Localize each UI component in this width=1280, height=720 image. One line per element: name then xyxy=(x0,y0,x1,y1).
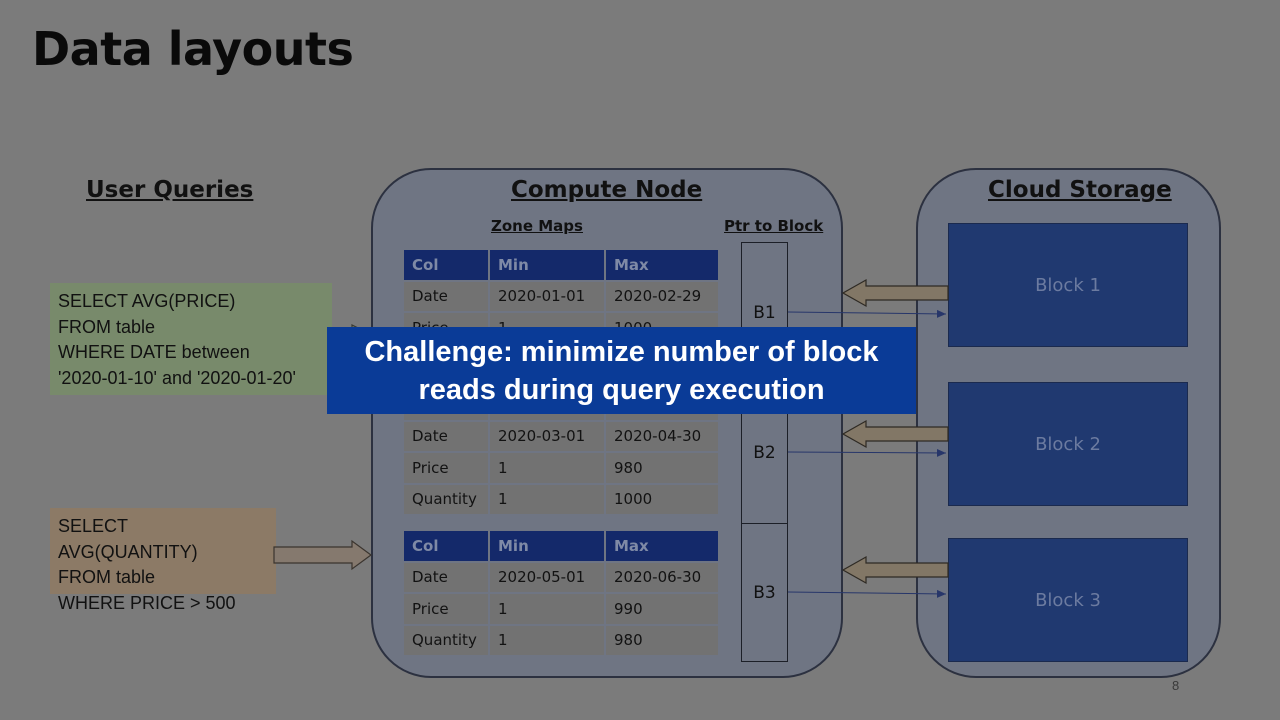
min-header: Min xyxy=(490,250,606,282)
table-row: Price 1 980 xyxy=(404,453,720,485)
table-row: Date 2020-01-01 2020-02-29 xyxy=(404,281,720,313)
table-cell: Price xyxy=(404,453,490,485)
table-header-row: Col Min Max xyxy=(404,250,720,282)
table-cell: 2020-05-01 xyxy=(490,562,606,594)
banner-line-1: Challenge: minimize number of block xyxy=(364,336,879,368)
table-cell: 990 xyxy=(606,594,720,626)
table-cell: Quantity xyxy=(404,625,490,657)
read-arrow-1 xyxy=(841,278,949,308)
table-cell: 2020-02-29 xyxy=(606,281,720,313)
table-cell: 2020-06-30 xyxy=(606,562,720,594)
pointer-b3: B3 xyxy=(753,583,776,603)
user-queries-heading: User Queries xyxy=(86,177,254,203)
table-cell: Date xyxy=(404,281,490,313)
table-cell: 2020-03-01 xyxy=(490,421,606,453)
read-arrow-3 xyxy=(841,555,949,585)
table-cell: 1 xyxy=(490,625,606,657)
table-cell: 1 xyxy=(490,453,606,485)
col-header: Col xyxy=(404,250,490,282)
pointer-b1: B1 xyxy=(753,303,776,323)
table-cell: Date xyxy=(404,421,490,453)
max-header: Max xyxy=(606,250,720,282)
pointer-column: B1 B2 B3 xyxy=(741,242,788,662)
storage-block-2: Block 2 xyxy=(948,382,1188,506)
query-1-line: SELECT AVG(PRICE) xyxy=(58,291,236,311)
zone-map-table-3: Col Min Max Date 2020-05-01 2020-06-30 P… xyxy=(404,531,720,657)
pointer-line-2 xyxy=(787,448,947,457)
query-2-line: WHERE PRICE > 500 xyxy=(58,592,236,613)
table-cell: 980 xyxy=(606,625,720,657)
max-header: Max xyxy=(606,531,720,563)
pointer-divider xyxy=(742,523,787,524)
table-cell: 2020-04-30 xyxy=(606,421,720,453)
table-row: Date 2020-03-01 2020-04-30 xyxy=(404,421,720,453)
query-1-line: WHERE DATE between xyxy=(58,342,250,362)
table-header-row: Col Min Max xyxy=(404,531,720,563)
table-cell: Date xyxy=(404,562,490,594)
challenge-banner: Challenge: minimize number of block read… xyxy=(327,327,916,414)
slide-title: Data layouts xyxy=(32,22,354,76)
ptr-to-block-label: Ptr to Block xyxy=(724,217,824,235)
query-box-1: SELECT AVG(PRICE) FROM table WHERE DATE … xyxy=(50,283,332,395)
col-header: Col xyxy=(404,531,490,563)
table-cell: Price xyxy=(404,594,490,626)
table-row: Quantity 1 980 xyxy=(404,625,720,657)
table-row: Quantity 1 1000 xyxy=(404,484,720,516)
banner-line-2: reads during query execution xyxy=(418,374,825,406)
table-cell: 1 xyxy=(490,594,606,626)
query-2-line: SELECT AVG(QUANTITY) xyxy=(58,516,198,562)
table-row: Price 1 990 xyxy=(404,594,720,626)
storage-block-1: Block 1 xyxy=(948,223,1188,347)
query-1-line: '2020-01-10' and '2020-01-20' xyxy=(58,367,296,388)
query-1-line: FROM table xyxy=(58,316,156,337)
table-cell: 980 xyxy=(606,453,720,485)
table-cell: 1000 xyxy=(606,484,720,516)
query-box-2: SELECT AVG(QUANTITY) FROM table WHERE PR… xyxy=(50,508,276,613)
table-cell: 2020-01-01 xyxy=(490,281,606,313)
table-row: Date 2020-05-01 2020-06-30 xyxy=(404,562,720,594)
pointer-line-1 xyxy=(787,309,947,318)
min-header: Min xyxy=(490,531,606,563)
zone-maps-label: Zone Maps xyxy=(491,217,583,235)
cloud-storage-heading: Cloud Storage xyxy=(988,177,1172,203)
read-arrow-2 xyxy=(841,419,949,449)
pointer-b2: B2 xyxy=(753,443,776,463)
table-cell: Quantity xyxy=(404,484,490,516)
table-cell: 1 xyxy=(490,484,606,516)
compute-node-heading: Compute Node xyxy=(511,177,703,203)
query-2-arrow xyxy=(273,539,373,571)
pointer-line-3 xyxy=(787,589,947,598)
query-2-line: FROM table xyxy=(58,567,156,587)
storage-block-3: Block 3 xyxy=(948,538,1188,662)
page-number: 8 xyxy=(1172,678,1180,693)
